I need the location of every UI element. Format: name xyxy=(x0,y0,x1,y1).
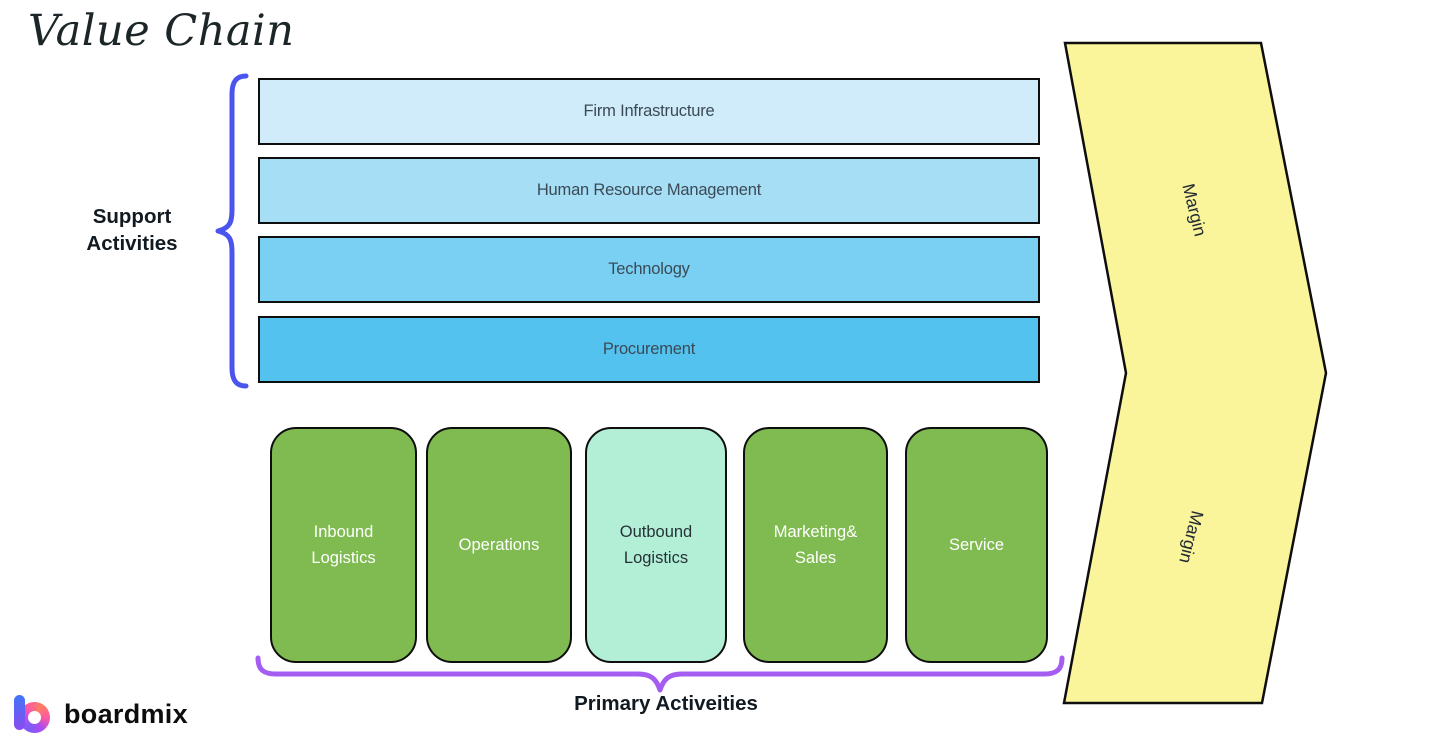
support-row-label: Procurement xyxy=(602,340,696,358)
support-row-human-resource-management: Human Resource Management xyxy=(258,157,1040,224)
primary-box-label: Outbound Logistics xyxy=(619,523,693,567)
primary-box-label: Inbound Logistics xyxy=(311,523,376,567)
primary-activities-label: Primary Activeities xyxy=(574,692,758,715)
primary-box-label: Marketing& Sales xyxy=(773,523,858,567)
primary-box-outbound-logistics: Outbound Logistics xyxy=(585,427,727,663)
support-row-technology: Technology xyxy=(258,236,1040,303)
support-activities-label: Support Activities xyxy=(86,205,178,255)
primary-box-operations: Operations xyxy=(426,427,572,663)
primary-box-marketing-sales: Marketing& Sales xyxy=(743,427,888,663)
support-row-firm-infrastructure: Firm Infrastructure xyxy=(258,78,1040,145)
support-brace xyxy=(215,73,249,389)
support-row-label: Technology xyxy=(608,260,690,278)
support-row-label: Firm Infrastructure xyxy=(583,102,715,120)
primary-brace xyxy=(255,655,1065,693)
boardmix-brand: boardmix xyxy=(14,693,188,735)
margin-chevron xyxy=(1062,41,1328,705)
boardmix-wordmark: boardmix xyxy=(64,698,188,729)
primary-box-label: Operations xyxy=(458,536,540,554)
primary-box-service: Service xyxy=(905,427,1048,663)
primary-box-inbound-logistics: Inbound Logistics xyxy=(270,427,417,663)
page-title: Value Chain xyxy=(28,6,295,56)
support-row-procurement: Procurement xyxy=(258,316,1040,383)
boardmix-logo-icon xyxy=(14,693,55,735)
primary-box-label: Service xyxy=(948,536,1005,554)
support-row-label: Human Resource Management xyxy=(536,181,762,199)
logo-bar-shape xyxy=(14,695,25,730)
